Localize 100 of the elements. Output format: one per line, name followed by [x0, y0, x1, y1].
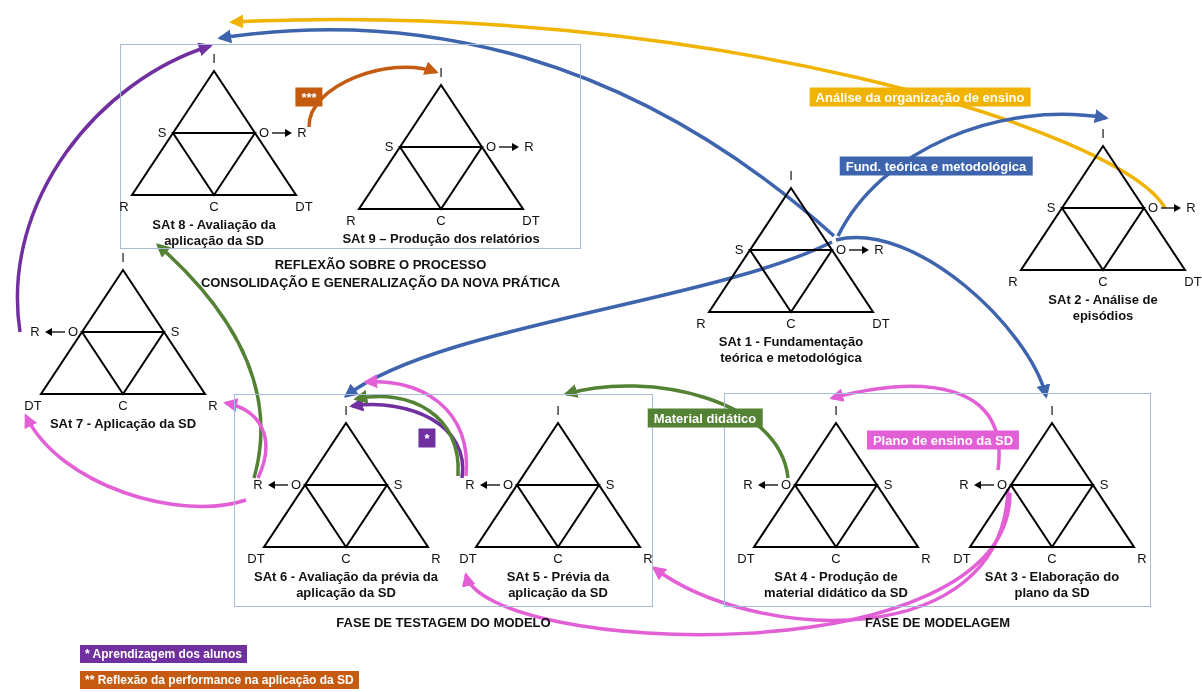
- arrow: [155, 243, 263, 479]
- vertex-label: O: [835, 243, 847, 257]
- vertex-label: DT: [953, 552, 971, 566]
- arrow: [223, 399, 268, 479]
- phase-title: FASE DE TESTAGEM DO MODELO: [336, 615, 551, 630]
- arrow: [464, 492, 1012, 637]
- vertex-label: S: [1046, 201, 1056, 215]
- vertex-label: O: [67, 325, 79, 339]
- vertex-label: C: [1047, 552, 1057, 566]
- vertex-label: I: [344, 404, 348, 418]
- edge-label: Análise da organização de ensino: [809, 87, 1031, 107]
- vertex-label: I: [834, 404, 838, 418]
- vertex-label: C: [209, 200, 219, 214]
- vertex-label: DT: [247, 552, 265, 566]
- arrow: [363, 374, 469, 477]
- vertex-label: R: [524, 140, 534, 154]
- vertex-label: R: [346, 214, 356, 228]
- arrow: [563, 384, 790, 479]
- activity-caption: SAt 1 - Fundamentação teórica e metodológica: [717, 334, 865, 366]
- vertex-label: I: [789, 169, 793, 183]
- vertex-label: S: [170, 325, 180, 339]
- activity-caption: SAt 5 - Prévia da aplicação da SD: [505, 569, 611, 601]
- vertex-label: R: [921, 552, 931, 566]
- vertex-label: R: [643, 552, 653, 566]
- phase-title: CONSOLIDAÇÃO E GENERALIZAÇÃO DA NOVA PRÁTICA: [200, 275, 561, 290]
- vertex-label: S: [393, 478, 403, 492]
- vertex-label: O: [258, 126, 270, 140]
- vertex-label: R: [696, 317, 706, 331]
- vertex-label: I: [1050, 404, 1054, 418]
- vertex-label: R: [959, 478, 969, 492]
- vertex-label: R: [1186, 201, 1196, 215]
- vertex-label: C: [118, 399, 128, 413]
- vertex-label: R: [743, 478, 753, 492]
- legend-entry: ** Reflexão da performance na aplicação da SD: [80, 671, 359, 689]
- vertex-label: C: [341, 552, 351, 566]
- vertex-label: I: [439, 66, 443, 80]
- edge-label: Fund. teórica e metodológica: [839, 156, 1033, 176]
- vertex-label: C: [831, 552, 841, 566]
- vertex-label: I: [121, 251, 125, 265]
- vertex-label: C: [553, 552, 563, 566]
- arrow: [24, 413, 247, 508]
- vertex-label: R: [297, 126, 307, 140]
- vertex-label: S: [605, 478, 615, 492]
- vertex-label: S: [1099, 478, 1109, 492]
- arrow: [229, 14, 1167, 210]
- vertex-label: R: [208, 399, 218, 413]
- activity-caption: SAt 2 - Análise de episódios: [1047, 292, 1159, 324]
- arrow: [836, 109, 1109, 237]
- vertex-label: O: [1147, 201, 1159, 215]
- arrow: [15, 43, 213, 333]
- vertex-label: O: [290, 478, 302, 492]
- vertex-label: DT: [459, 552, 477, 566]
- vertex-label: DT: [1184, 275, 1202, 289]
- vertex-label: R: [1008, 275, 1018, 289]
- activity-caption: SAt 8 - Avaliação da aplicação da SD: [151, 217, 277, 249]
- vertex-label: O: [485, 140, 497, 154]
- vertex-label: S: [157, 126, 167, 140]
- vertex-label: O: [996, 478, 1008, 492]
- arrow: [217, 28, 836, 238]
- vertex-label: DT: [522, 214, 540, 228]
- vertex-label: R: [30, 325, 40, 339]
- vertex-label: R: [253, 478, 263, 492]
- vertex-label: C: [786, 317, 796, 331]
- vertex-label: DT: [737, 552, 755, 566]
- edge-label: *: [418, 428, 436, 448]
- edge-label: Material didático: [647, 408, 763, 428]
- arrow: [651, 488, 1010, 622]
- arrow: [835, 235, 1049, 399]
- arrow: [349, 398, 465, 479]
- vertex-label: R: [119, 200, 129, 214]
- phase-title: REFLEXÃO SOBRE O PROCESSO: [274, 257, 487, 272]
- vertex-label: I: [212, 52, 216, 66]
- arrow: [353, 390, 460, 476]
- edge-label: Plano de ensino da SD: [866, 430, 1020, 450]
- vertex-label: R: [465, 478, 475, 492]
- phase-title: FASE DE MODELAGEM: [864, 615, 1011, 630]
- arrow: [829, 384, 1001, 471]
- vertex-label: O: [502, 478, 514, 492]
- vertex-label: O: [780, 478, 792, 492]
- vertex-label: S: [883, 478, 893, 492]
- vertex-label: DT: [872, 317, 890, 331]
- vertex-label: DT: [24, 399, 42, 413]
- vertex-label: S: [384, 140, 394, 154]
- activity-caption: SAt 7 - Aplicação da SD: [48, 416, 198, 432]
- vertex-label: C: [436, 214, 446, 228]
- vertex-label: R: [874, 243, 884, 257]
- arrow: [343, 240, 833, 398]
- edge-label: ***: [295, 87, 323, 107]
- arrow: [307, 62, 439, 128]
- activity-caption: SAt 9 – Produção dos relatórios: [341, 231, 541, 247]
- vertex-label: R: [431, 552, 441, 566]
- legend-entry: * Aprendizagem dos alunos: [80, 645, 247, 663]
- vertex-label: DT: [295, 200, 313, 214]
- vertex-label: I: [556, 404, 560, 418]
- activity-caption: SAt 6 - Avaliação da prévia da aplicação da SD: [253, 569, 439, 601]
- vertex-label: S: [734, 243, 744, 257]
- vertex-label: I: [1101, 127, 1105, 141]
- vertex-label: C: [1098, 275, 1108, 289]
- activity-caption: SAt 3 - Elaboração do plano da SD: [983, 569, 1121, 601]
- activity-caption: SAt 4 - Produção de material didático da SD: [763, 569, 909, 601]
